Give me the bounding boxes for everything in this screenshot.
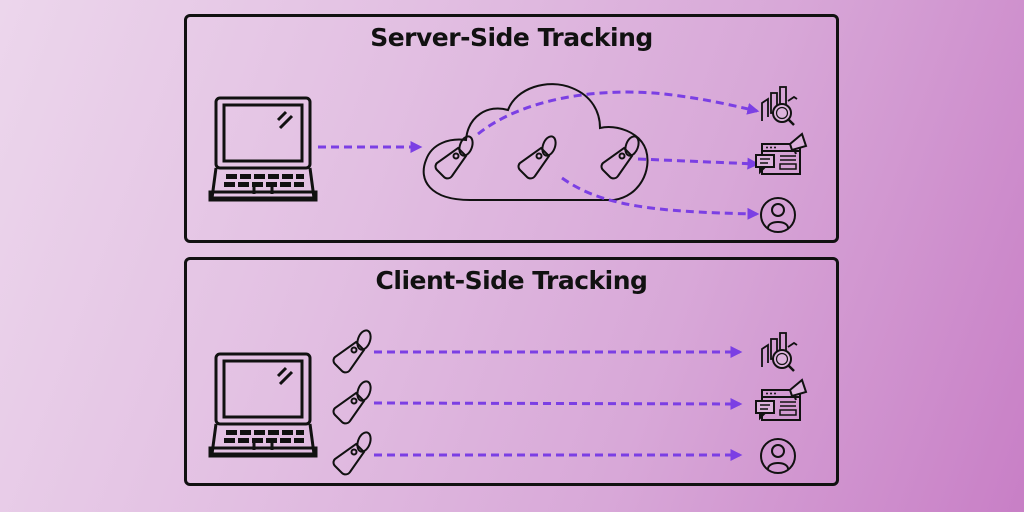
client-laptop-icon — [208, 352, 318, 458]
client-tag-icon-2 — [332, 378, 375, 425]
server-side-title: Server-Side Tracking — [370, 23, 653, 52]
client-user-icon — [760, 438, 796, 474]
client-side-panel: Client-Side Tracking — [184, 257, 839, 486]
server-analytics-icon — [760, 85, 799, 127]
server-advertising-icon — [755, 133, 807, 175]
client-analytics-icon — [760, 331, 799, 373]
server-laptop-icon — [208, 96, 318, 202]
arrow-cloud-to-advertising — [637, 157, 760, 170]
cloud-tag-icon-1 — [434, 133, 477, 180]
cloud-icon — [422, 83, 649, 201]
arrow-tag-to-advertising — [373, 397, 743, 410]
server-user-icon — [760, 197, 796, 233]
client-side-title: Client-Side Tracking — [375, 266, 648, 295]
client-advertising-icon — [755, 379, 807, 421]
cloud-tag-icon-2 — [517, 133, 560, 180]
client-tag-icon-1 — [332, 327, 375, 374]
server-side-panel: Server-Side Tracking — [184, 14, 839, 243]
arrow-cloud-to-analytics — [477, 90, 760, 136]
arrow-cloud-to-user — [561, 176, 760, 220]
client-tag-icon-3 — [332, 429, 375, 476]
cloud-tag-icon-3 — [600, 133, 643, 180]
